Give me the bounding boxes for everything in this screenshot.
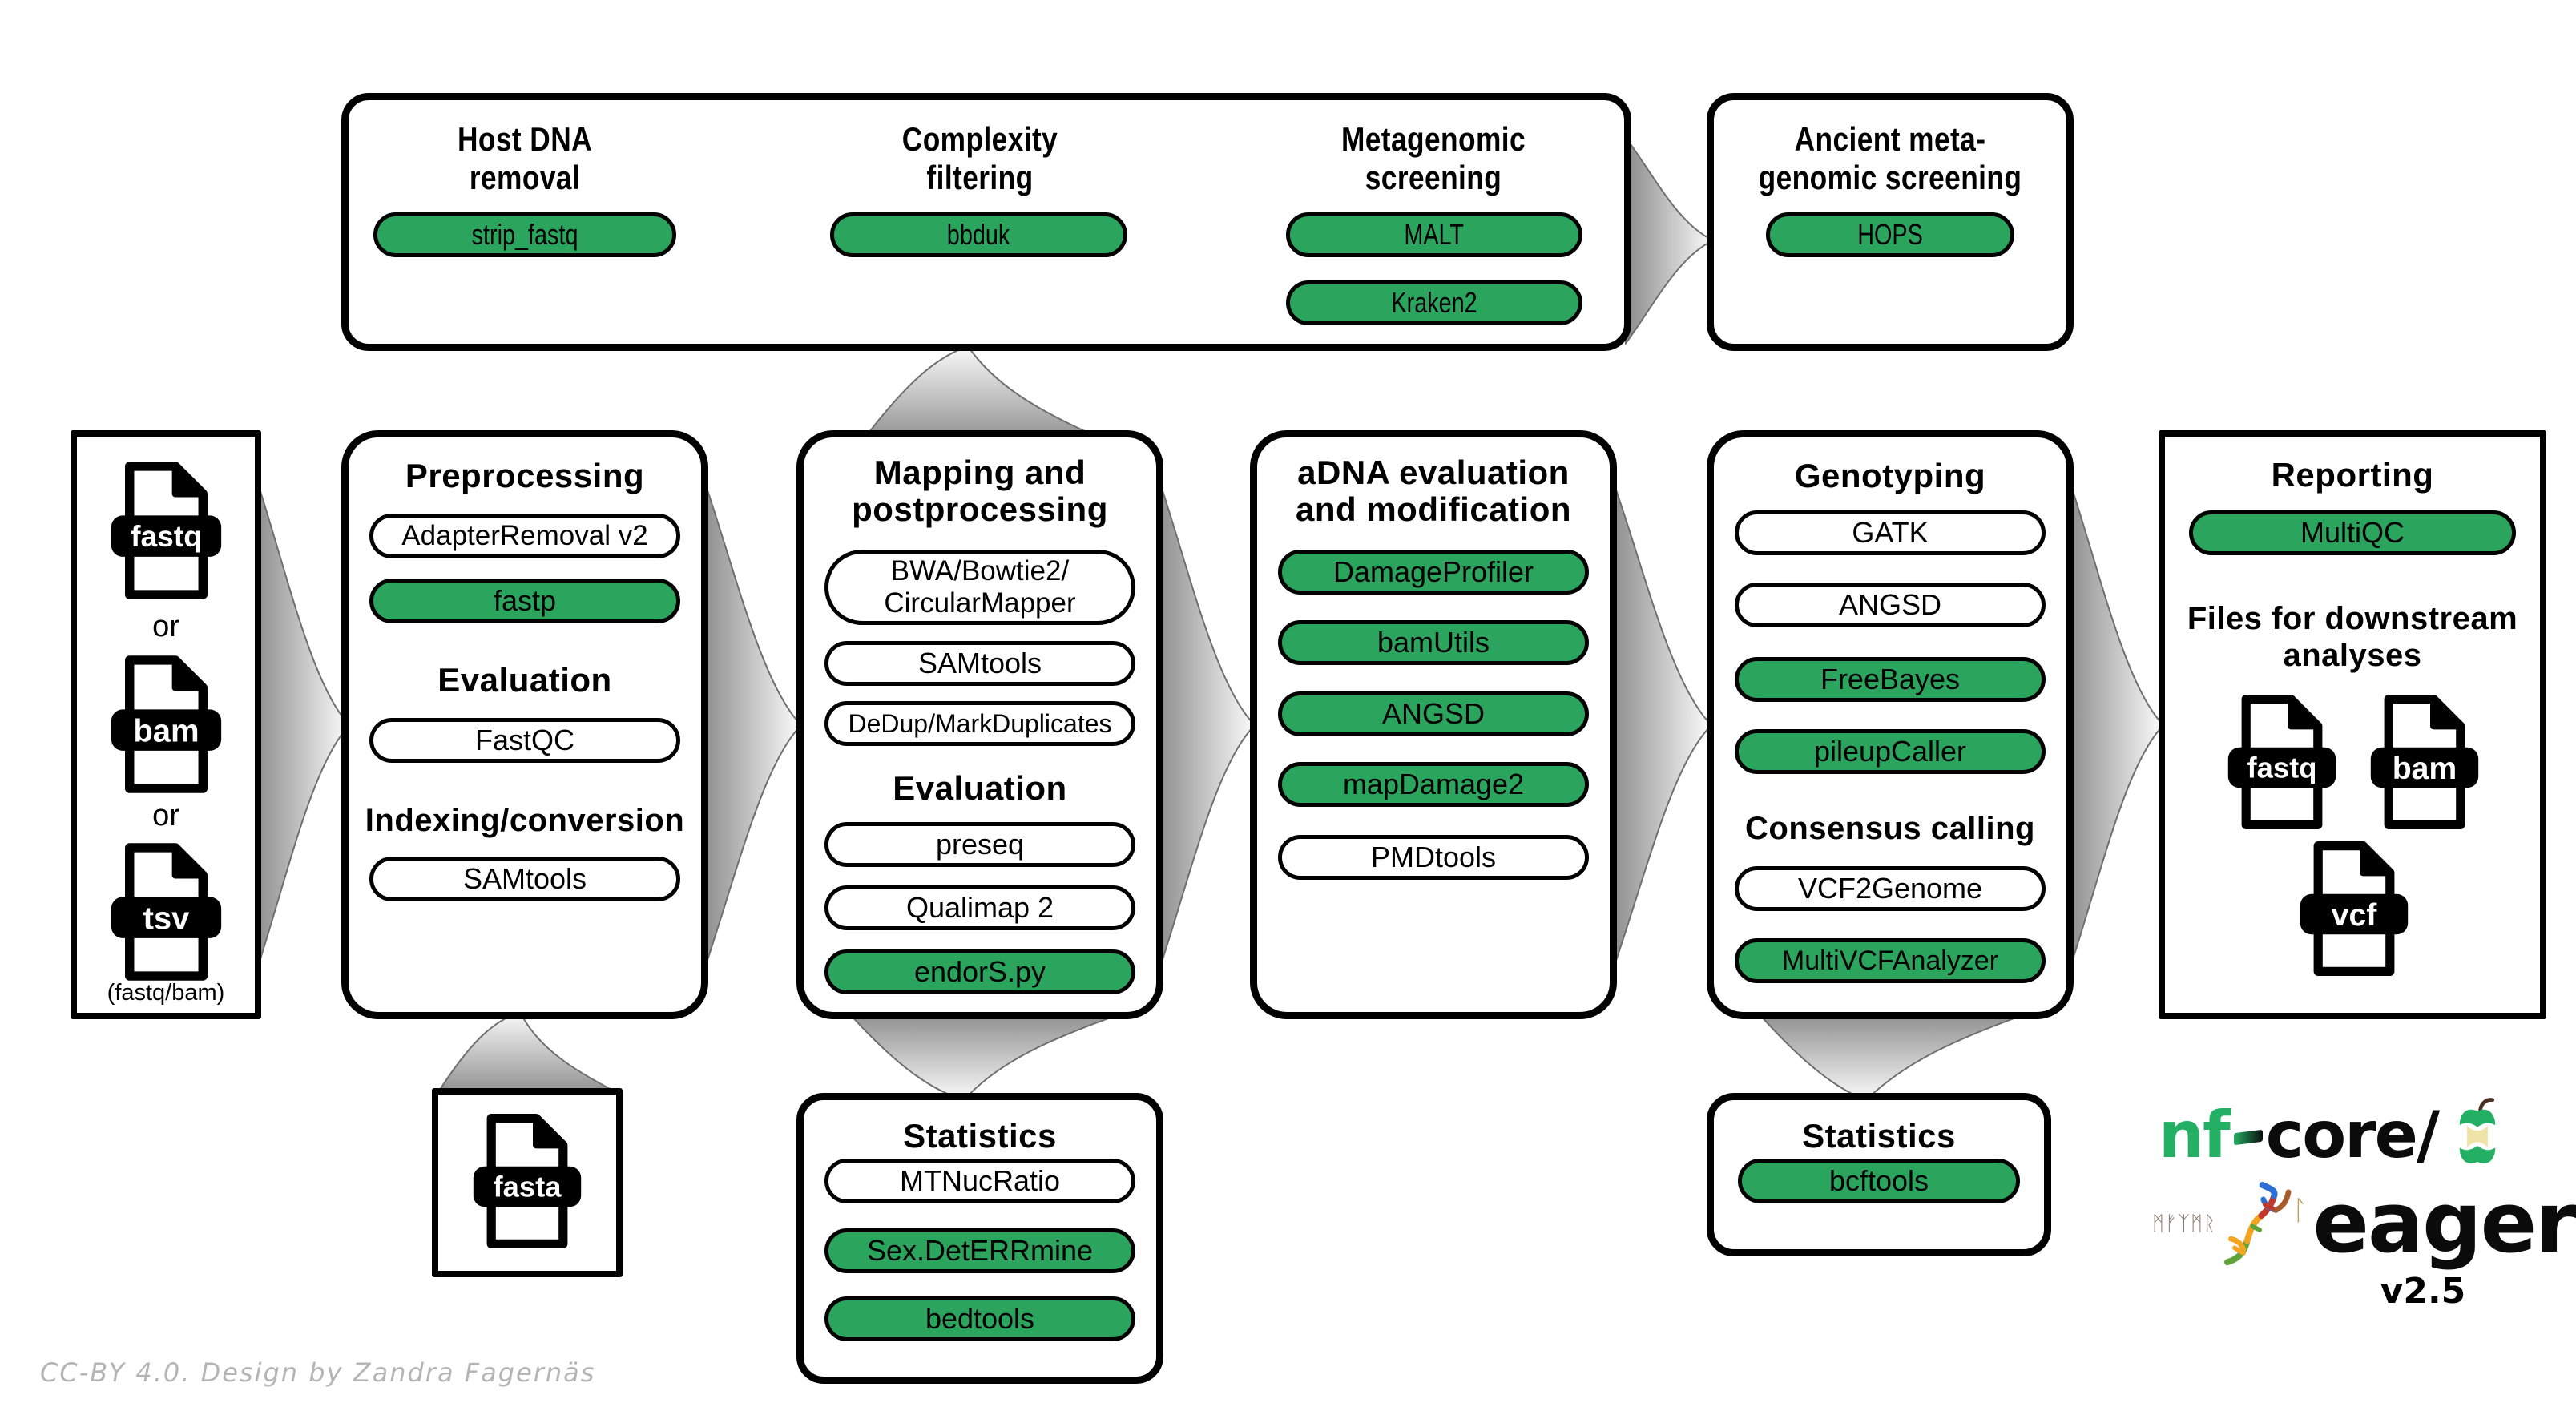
input-formats-note: (fastq/bam) [107,980,225,1006]
tool-pill-dedup-markduplicates: DeDup/MarkDuplicates [824,701,1135,746]
fasta-reference-box: fasta [432,1088,623,1277]
logo-runes-text: ᛗᚠᛉᛗᚱ [2152,1211,2217,1235]
logo-wordmark-line2: ᛗᚠᛉᛗᚱ ᛚ eager [2152,1174,2576,1272]
adna-box: aDNA evaluation and modification DamageP… [1250,430,1617,1019]
tool-pill-hops: HOPS [1766,212,2014,257]
bam-output-file-icon: bam [2370,695,2479,829]
genotyping-title: Genotyping [1794,457,1986,494]
tool-pill-freebayes: FreeBayes [1735,657,2046,702]
tool-pill-samtools-mapping: SAMtools [824,641,1135,686]
logo-version: v2.5 [2380,1271,2466,1312]
tool-pill-preseq: preseq [824,822,1135,867]
tool-pill-samtools: SAMtools [369,857,680,901]
input-files-box: fastq or bam or tsv (fastq/bam) [71,430,261,1019]
tool-pill-bedtools: bedtools [824,1296,1135,1341]
complexity-filtering-title: Complexity filtering [901,120,1058,196]
tool-pill-strip-fastq: strip_fastq [373,212,676,257]
tool-pill-angsd-genotyping: ANGSD [1735,583,2046,627]
logo-wordmark-line1: nf core/ [2159,1098,2509,1173]
tool-pill-bcftools: bcftools [1738,1159,2020,1203]
preprocessing-title: Preprocessing [405,457,645,494]
metagenomic-screening-title: Metagenomic screening [1340,120,1526,196]
mapping-title: Mapping and postprocessing [852,454,1108,528]
arrow-mapping-to-adna [1155,469,1255,982]
preprocessing-box: Preprocessing AdapterRemoval v2 fastp Ev… [341,430,708,1019]
tool-pill-endors: endorS.py [824,949,1135,994]
tsv-file-icon: tsv [111,843,222,981]
ancient-screening-box: Ancient meta- genomic screening HOPS [1707,93,2074,351]
tool-pill-bbduk: bbduk [830,212,1127,257]
host-dna-removal-title: Host DNA removal [458,120,592,196]
svg-text:bam: bam [2393,752,2457,786]
tool-pill-kraken2: Kraken2 [1286,280,1582,325]
tool-pill-mtnucratio: MTNucRatio [824,1159,1135,1203]
svg-text:fasta: fasta [494,1171,562,1203]
logo-rune-l-text: ᛚ [2292,1195,2308,1227]
tool-pill-multivcfanalyzer: MultiVCFAnalyzer [1735,938,2046,983]
logo-eager-text: eager [2312,1174,2576,1272]
tool-pill-fastp: fastp [369,579,680,623]
tool-pill-aligners: BWA/Bowtie2/ CircularMapper [824,550,1135,625]
tool-pill-pmdtools: PMDtools [1278,835,1589,880]
logo-gradient-dash [2233,1129,2263,1146]
logo-nf-text: nf [2159,1098,2231,1172]
tool-pill-malt: MALT [1286,212,1582,257]
consensus-calling-subtitle: Consensus calling [1745,811,2035,846]
tool-pill-multiqc: MultiQC [2189,510,2516,555]
vcf-output-file-icon: vcf [2300,841,2409,976]
reporting-title: Reporting [2271,456,2434,494]
tool-pill-angsd-adna: ANGSD [1278,691,1589,736]
tool-pill-pileupcaller: pileupCaller [1735,729,2046,774]
tool-pill-fastqc: FastQC [369,718,680,763]
evaluation-subtitle: Evaluation [893,769,1067,807]
arrow-input-to-preprocessing [253,469,349,982]
tool-pill-sexdeterrmine: Sex.DetERRmine [824,1228,1135,1273]
top-flow-box: Host DNA removal strip_fastq Complexity … [341,93,1631,351]
tool-pill-damageprofiler: DamageProfiler [1278,550,1589,595]
tool-pill-bamutils: bamUtils [1278,620,1589,665]
svg-text:vcf: vcf [2332,898,2378,933]
arrow-metagenomic-to-ancient [1625,136,1713,345]
tool-pill-qualimap2: Qualimap 2 [824,885,1135,930]
arrow-mapping-to-topflow [861,346,1110,442]
apple-core-icon [2459,1098,2496,1163]
svg-text:fastq: fastq [2247,752,2317,784]
statistics-mapping-box: Statistics MTNucRatio Sex.DetERRmine bed… [796,1093,1163,1384]
license-credit-text: CC-BY 4.0. Design by Zandra Fagernäs [40,1357,596,1388]
bam-file-icon: bam [111,655,222,793]
downstream-files-title: Files for downstream analyses [2187,601,2518,673]
fastq-output-file-icon: fastq [2227,695,2336,829]
logo-core-text: core/ [2265,1098,2440,1172]
arrow-genotyping-to-statistics [1759,1014,2027,1100]
mapping-box: Mapping and postprocessing BWA/Bowtie2/ … [796,430,1163,1019]
evaluation-subtitle: Evaluation [437,661,612,699]
tool-pill-gatk: GATK [1735,510,2046,555]
ancient-screening-title: Ancient meta- genomic screening [1758,120,2022,196]
tool-pill-adapterremoval: AdapterRemoval v2 [369,514,680,558]
tool-pill-vcf2genome: VCF2Genome [1735,866,2046,911]
svg-text:tsv: tsv [143,901,191,936]
arrow-adna-to-genotyping [1609,469,1711,982]
indexing-conversion-subtitle: Indexing/conversion [365,803,685,838]
svg-text:bam: bam [133,713,199,748]
arrow-fasta-to-preprocessing [437,1012,621,1095]
or-label: or [152,799,179,833]
genotyping-box: Genotyping GATK ANGSD FreeBayes pileupCa… [1707,430,2074,1019]
arrow-mapping-to-statistics [849,1014,1122,1100]
fasta-file-icon: fasta [473,1114,582,1248]
fastq-file-icon: fastq [111,462,222,599]
adna-title: aDNA evaluation and modification [1296,454,1571,528]
statistics-title: Statistics [903,1117,1057,1155]
tool-pill-mapdamage2: mapDamage2 [1278,762,1589,807]
arrow-preprocessing-to-mapping [700,469,801,982]
dna-helix-icon [2224,1182,2292,1266]
svg-text:fastq: fastq [131,519,202,553]
arrow-genotyping-to-reporting [2066,469,2163,982]
reporting-box: Reporting MultiQC Files for downstream a… [2159,430,2546,1019]
statistics-genotyping-box: Statistics bcftools [1707,1093,2051,1256]
statistics-title: Statistics [1802,1117,1956,1155]
or-label: or [152,610,179,643]
